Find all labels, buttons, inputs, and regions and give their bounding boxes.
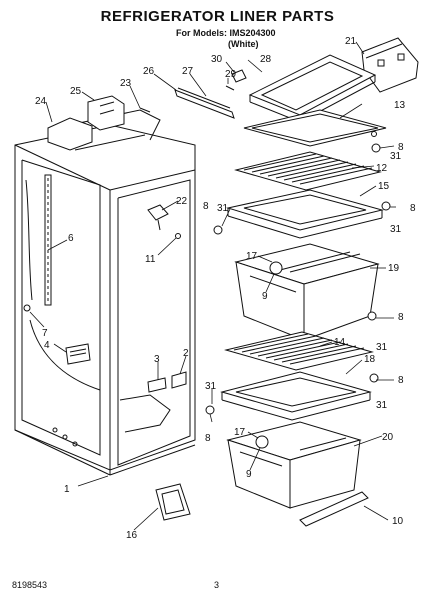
part-29-screw (225, 85, 235, 91)
shelf-support-screws (205, 131, 391, 415)
part-24-25-control-housing (47, 95, 125, 151)
part-10-trim (299, 491, 369, 527)
part-15-crisper-cover (226, 189, 384, 239)
callout-8a: 8 (398, 142, 404, 153)
callout-labels: 1 2 3 4 25 6 7 24 23 26 27 30 29 28 21 1… (35, 36, 416, 541)
color-line: (White) (228, 39, 259, 49)
callout-16: 16 (126, 530, 138, 541)
callout-28: 28 (260, 54, 272, 65)
callout-10: 10 (392, 516, 404, 527)
footer-page-number: 3 (214, 580, 220, 590)
callout-1: 1 (64, 484, 70, 495)
callout-30: 30 (211, 54, 223, 65)
leader-lines (29, 41, 396, 531)
callout-22: 22 (176, 196, 188, 207)
models-line: For Models: IMS204300 (176, 28, 276, 38)
part-2-3-brackets (147, 371, 187, 393)
callout-24: 24 (35, 96, 47, 107)
callout-5: 25 (70, 86, 82, 97)
part-4-light-shield (65, 343, 91, 365)
callout-9a: 9 (262, 291, 268, 302)
callout-31f: 31 (205, 381, 217, 392)
callout-8f: 8 (205, 433, 211, 444)
footer-part-number: 8198543 (12, 580, 48, 590)
part-17-humidity-control-top (269, 261, 283, 275)
callout-4: 4 (44, 340, 50, 351)
part-22-bracket (147, 204, 169, 231)
callout-6: 6 (68, 233, 74, 244)
part-20-crisper-drawer (226, 421, 362, 509)
callout-7: 7 (42, 328, 48, 339)
part-12-wire-shelf (234, 151, 382, 191)
part-7-screw (23, 304, 31, 312)
callout-23: 23 (120, 78, 132, 89)
callout-17b: 17 (234, 427, 246, 438)
callout-27: 27 (182, 66, 194, 77)
part-13-glass-shelf (243, 109, 387, 147)
part-19-crisper-drawer (234, 243, 380, 341)
callout-2: 2 (183, 348, 189, 359)
callout-3: 3 (154, 354, 160, 365)
callout-18: 18 (364, 354, 376, 365)
callout-31a: 31 (390, 151, 402, 162)
callout-11: 11 (145, 254, 156, 265)
liner-cabinet (14, 109, 196, 476)
callout-21: 21 (345, 36, 357, 47)
part-11-screw (175, 233, 181, 239)
part-30-clip (231, 69, 247, 83)
diagram-title: REFRIGERATOR LINER PARTS (100, 8, 335, 25)
callout-9b: 9 (246, 469, 252, 480)
part-14-wire-shelf (224, 331, 374, 371)
callout-15: 15 (378, 181, 390, 192)
callout-8c: 8 (203, 201, 209, 212)
part-26-27-shelf-rail (174, 87, 235, 119)
part-23-screw (139, 107, 151, 113)
callout-8b: 8 (410, 203, 416, 214)
callout-20: 20 (382, 432, 394, 443)
callout-29: 29 (225, 69, 237, 80)
callout-12: 12 (376, 163, 388, 174)
callout-14: 14 (334, 337, 346, 348)
callout-17a: 17 (246, 251, 258, 262)
callout-26: 26 (143, 66, 155, 77)
callout-8d: 8 (398, 312, 404, 323)
callout-8e: 8 (398, 375, 404, 386)
part-17-humidity-control-bottom (255, 435, 269, 449)
part-16-vent-cover (155, 483, 191, 521)
callout-31b: 31 (390, 224, 402, 235)
callout-31e: 31 (376, 400, 388, 411)
callout-19: 19 (388, 263, 400, 274)
callout-31c: 31 (217, 203, 229, 214)
callout-13: 13 (394, 100, 406, 111)
callout-31d: 31 (376, 342, 388, 353)
part-18-crisper-cover (220, 371, 372, 421)
